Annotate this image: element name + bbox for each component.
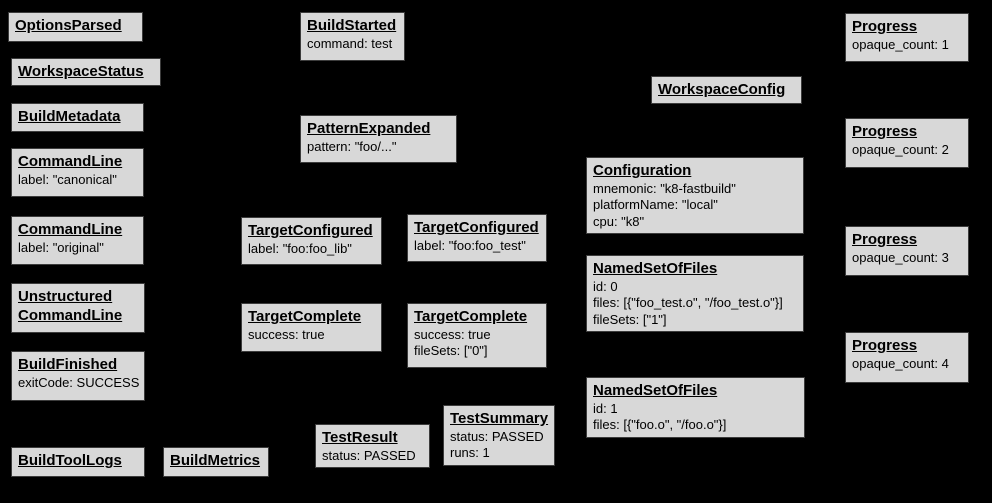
node-field: pattern: "foo/..." <box>307 138 397 154</box>
node-title: Progress <box>852 337 918 354</box>
node-field: fileSets: ["1"] <box>593 311 667 327</box>
node-title: WorkspaceConfig <box>658 81 786 98</box>
node-buildmetadata: BuildMetadata <box>11 103 144 132</box>
node-field: opaque_count: 2 <box>852 141 949 157</box>
node-title: BuildToolLogs <box>18 452 122 469</box>
node-title: TargetConfigured <box>414 219 539 236</box>
node-title: BuildMetadata <box>18 108 121 125</box>
node-buildstarted: BuildStarted command: test <box>300 12 405 61</box>
node-targetconfigured-foo-lib: TargetConfigured label: "foo:foo_lib" <box>241 217 382 265</box>
node-title: NamedSetOfFiles <box>593 382 718 399</box>
node-title: CommandLine <box>18 153 123 170</box>
node-field: status: PASSED <box>322 447 416 463</box>
node-field: platformName: "local" <box>593 197 718 213</box>
node-title: TestSummary <box>450 410 549 427</box>
node-title: BuildFinished <box>18 356 118 373</box>
node-testresult: TestResult status: PASSED <box>315 424 430 469</box>
node-field: opaque_count: 3 <box>852 249 949 265</box>
node-field: files: [{"foo.o", "/foo.o"}] <box>593 417 727 433</box>
node-workspacestatus: WorkspaceStatus <box>11 58 161 86</box>
node-title: OptionsParsed <box>15 17 122 34</box>
node-field: id: 0 <box>593 278 618 294</box>
node-targetcomplete-foo-test: TargetComplete success: true fileSets: [… <box>407 303 547 368</box>
node-commandline-canonical: CommandLine label: "canonical" <box>11 148 144 197</box>
node-title: Progress <box>852 123 918 140</box>
node-field: label: "foo:foo_lib" <box>248 240 352 256</box>
node-field: success: true <box>414 326 491 342</box>
node-configuration: Configuration mnemonic: "k8-fastbuild" p… <box>586 157 804 234</box>
node-optionsparsed: OptionsParsed <box>8 12 143 42</box>
node-title: BuildMetrics <box>170 452 261 469</box>
node-field: label: "foo:foo_test" <box>414 237 526 253</box>
node-title: TargetComplete <box>414 308 528 325</box>
node-field: files: [{"foo_test.o", "/foo_test.o"}] <box>593 295 783 311</box>
node-field: runs: 1 <box>450 445 490 461</box>
node-namedsetoffiles-1: NamedSetOfFiles id: 1 files: [{"foo.o", … <box>586 377 805 438</box>
node-field: cpu: "k8" <box>593 213 645 229</box>
node-unstructuredcommandline: Unstructured CommandLine <box>11 283 145 333</box>
node-buildmetrics: BuildMetrics <box>163 447 269 477</box>
node-title: Progress <box>852 231 918 248</box>
node-workspaceconfig: WorkspaceConfig <box>651 76 802 104</box>
node-title: TargetConfigured <box>248 222 373 239</box>
node-field: id: 1 <box>593 400 618 416</box>
node-field: mnemonic: "k8-fastbuild" <box>593 180 736 196</box>
node-field: opaque_count: 1 <box>852 36 949 52</box>
node-commandline-original: CommandLine label: "original" <box>11 216 144 265</box>
node-patternexpanded: PatternExpanded pattern: "foo/..." <box>300 115 457 163</box>
node-field: status: PASSED <box>450 428 544 444</box>
node-namedsetoffiles-0: NamedSetOfFiles id: 0 files: [{"foo_test… <box>586 255 804 332</box>
node-title: WorkspaceStatus <box>18 63 144 80</box>
node-field: success: true <box>248 326 325 342</box>
node-field: label: "canonical" <box>18 171 117 187</box>
node-progress-2: Progress opaque_count: 2 <box>845 118 969 168</box>
node-targetcomplete-foo-lib: TargetComplete success: true <box>241 303 382 352</box>
node-field: command: test <box>307 35 393 51</box>
node-title: CommandLine <box>18 221 123 238</box>
node-field: fileSets: ["0"] <box>414 343 488 359</box>
node-buildtoollogs: BuildToolLogs <box>11 447 145 477</box>
node-title: BuildStarted <box>307 17 397 34</box>
node-title: TestResult <box>322 429 398 446</box>
node-title: Unstructured CommandLine <box>18 288 123 324</box>
node-title: PatternExpanded <box>307 120 431 137</box>
node-progress-1: Progress opaque_count: 1 <box>845 13 969 62</box>
node-title: Configuration <box>593 162 692 179</box>
node-field: exitCode: SUCCESS <box>18 374 140 390</box>
node-field: label: "original" <box>18 239 104 255</box>
node-testsummary: TestSummary status: PASSED runs: 1 <box>443 405 555 466</box>
node-targetconfigured-foo-test: TargetConfigured label: "foo:foo_test" <box>407 214 547 262</box>
node-progress-3: Progress opaque_count: 3 <box>845 226 969 276</box>
node-title: TargetComplete <box>248 308 362 325</box>
node-title: NamedSetOfFiles <box>593 260 718 277</box>
node-progress-4: Progress opaque_count: 4 <box>845 332 969 383</box>
node-field: opaque_count: 4 <box>852 355 949 371</box>
node-buildfinished: BuildFinished exitCode: SUCCESS <box>11 351 145 401</box>
node-title: Progress <box>852 18 918 35</box>
